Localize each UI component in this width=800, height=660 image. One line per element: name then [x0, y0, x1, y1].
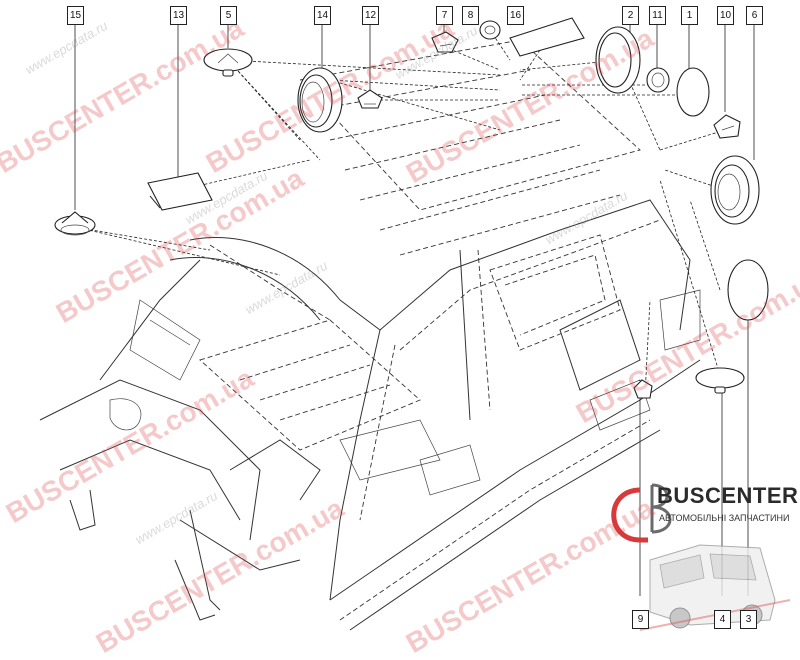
part-15-plug [54, 211, 96, 236]
callout-label: 4 [714, 610, 731, 629]
callout-label: 7 [436, 6, 453, 25]
callout-label: 14 [314, 6, 331, 25]
part-3-plug [727, 259, 769, 321]
callout-label: 1 [681, 6, 698, 25]
part-9-clip [633, 379, 653, 399]
part-16-patch [509, 17, 585, 57]
part-10-clip [713, 114, 741, 139]
callout-label: 2 [622, 6, 639, 25]
part-12-clip [357, 89, 383, 109]
callout-label: 6 [746, 6, 763, 25]
logo-name: BUSCENTER [657, 483, 799, 508]
part-7-clip [431, 31, 459, 53]
part-13-pad [147, 172, 213, 211]
part-11-ring [646, 67, 670, 93]
part-6-grommet [710, 155, 760, 225]
vehicle-body-shell [39, 39, 701, 631]
logo-tagline: АВТОМОБІЛЬНІ ЗАПЧАСТИНИ [659, 513, 790, 523]
callout-label: 3 [740, 610, 757, 629]
callout-label: 16 [507, 6, 524, 25]
part-5-plug [203, 48, 253, 77]
callout-label: 5 [220, 6, 237, 25]
callout-label: 9 [632, 610, 649, 629]
part-2-grommet [595, 26, 641, 94]
callout-label: 8 [462, 6, 479, 25]
callout-label: 11 [649, 6, 666, 25]
part-14-grommet [297, 67, 343, 133]
callout-label: 12 [362, 6, 379, 25]
callout-label: 10 [717, 6, 734, 25]
buscenter-logo-mark [611, 483, 672, 543]
part-1-plug [676, 67, 710, 117]
part-4-plug [695, 367, 745, 394]
callout-label: 15 [67, 6, 84, 25]
callout-label: 13 [170, 6, 187, 25]
part-8-ring [479, 20, 501, 40]
